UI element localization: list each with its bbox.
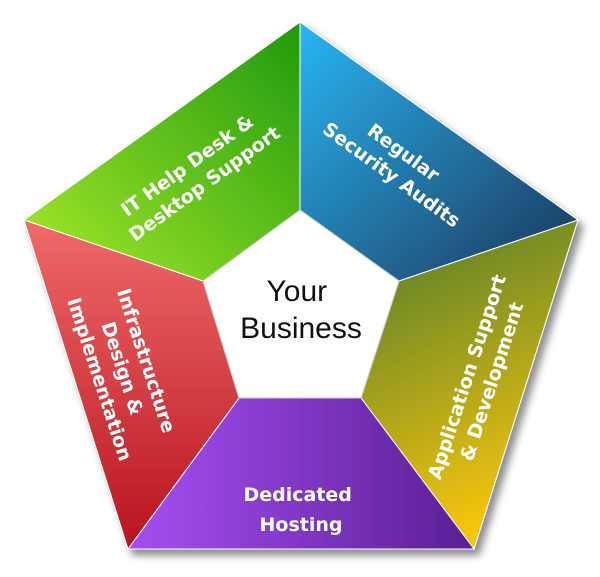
center-label: Your Business (240, 275, 362, 345)
label-dedicated-hosting-line-1: Dedicated (243, 484, 351, 506)
label-dedicated-hosting: Dedicated Hosting (243, 484, 358, 536)
label-dedicated-hosting-line-2: Hosting (260, 514, 343, 536)
center-line-2: Business (240, 312, 362, 345)
center-pentagon (202, 209, 400, 399)
center-line-1: Your (267, 275, 328, 308)
